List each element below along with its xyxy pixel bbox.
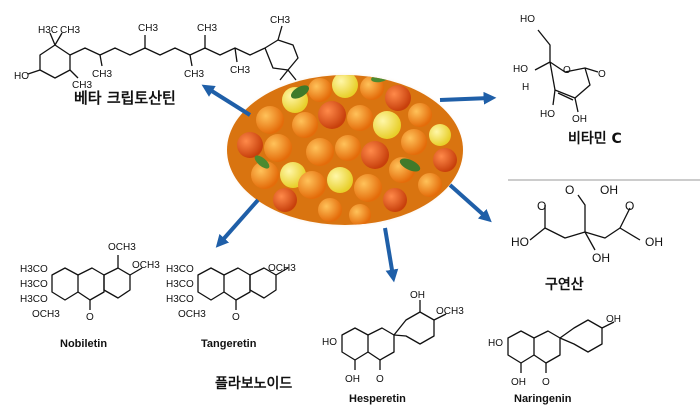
atom-oh: OH [572,114,587,125]
atom-o: O [86,312,94,323]
label-vitamin-c: 비타민 C [568,130,622,147]
atom-o: O [598,69,606,80]
atom-h3co: H3CO [20,264,48,275]
atom-o: O [232,312,240,323]
atom-o: O [376,374,384,385]
arrow-to-flavonoids-left [215,198,260,248]
atom-och3: OCH3 [108,242,136,253]
atom-h3co: H3CO [166,279,194,290]
atom-o: O [537,199,546,213]
atom-h3co: H3CO [166,264,194,275]
label-nobiletin: Nobiletin [60,338,107,350]
atom-ho: HO [513,64,528,75]
label-beta-cryptoxanthin: 베타 크립토산틴 [74,89,176,107]
label-citric-acid: 구연산 [545,276,584,293]
atom-o: O [542,377,550,388]
atom-ho: HO [540,109,555,120]
atom-h: H [522,82,529,93]
tangeretin-structure: OCH3 H3CO H3CO H3CO OCH3 O [166,263,296,323]
atom-ho: HO [511,235,529,249]
atom-ch3: CH3 [197,23,217,34]
atom-h3co: H3CO [166,294,194,305]
label-flavonoids: 플라보노이드 [215,375,292,392]
beta-cryptoxanthin-structure: HO H3C CH3 CH3 CH3 CH3 CH3 CH3 CH3 CH3 [14,15,299,91]
atom-oh: OH [606,314,621,325]
arrow-to-beta-cryptoxanthin [201,84,252,117]
atom-och3: OCH3 [32,309,60,320]
atom-och3: OCH3 [436,306,464,317]
atom-ch3: CH3 [92,69,112,80]
arrow-to-flavonoids-bottom [383,227,399,283]
atom-oh: OH [645,235,663,249]
atom-h3co: H3CO [20,294,48,305]
hesperetin-structure: OH OCH3 HO OH O [322,290,464,385]
atom-oh: OH [345,374,360,385]
arrows [201,84,497,283]
atom-ch3: CH3 [138,23,158,34]
nobiletin-structure: OCH3 OCH3 H3CO H3CO H3CO OCH3 O [20,242,160,323]
atom-o: O [563,65,571,76]
atom-ho: HO [322,337,337,348]
vitamin-c-structure: HO HO O O H HO OH [513,14,606,125]
atom-oh: OH [410,290,425,301]
label-hesperetin: Hesperetin [349,393,406,405]
atom-h3co: H3CO [20,279,48,290]
arrow-to-vitamin-c [439,91,497,105]
naringenin-structure: OH HO OH O [488,314,621,388]
arrow-to-citric-acid [448,183,492,223]
atom-o: O [565,183,574,197]
atom-ho: HO [14,71,29,82]
atom-ho: HO [520,14,535,25]
citrus-fruit-pile-photo [223,71,467,229]
atom-och3: OCH3 [268,263,296,274]
citric-acid-structure: O OH O O HO OH OH [511,183,663,265]
atom-oh: OH [600,183,618,197]
label-tangeretin: Tangeretin [201,338,257,350]
atom-ho: HO [488,338,503,349]
label-naringenin: Naringenin [514,393,572,405]
atom-ch3: CH3 [270,15,290,26]
atom-ch3: CH3 [60,25,80,36]
atom-ch3: CH3 [230,65,250,76]
atom-oh: OH [511,377,526,388]
atom-o: O [625,199,634,213]
atom-ch3: CH3 [184,69,204,80]
atom-och3: OCH3 [132,260,160,271]
atom-och3: OCH3 [178,309,206,320]
atom-ch3: CH3 [72,80,92,91]
atom-oh: OH [592,251,610,265]
atom-h3c: H3C [38,25,58,36]
